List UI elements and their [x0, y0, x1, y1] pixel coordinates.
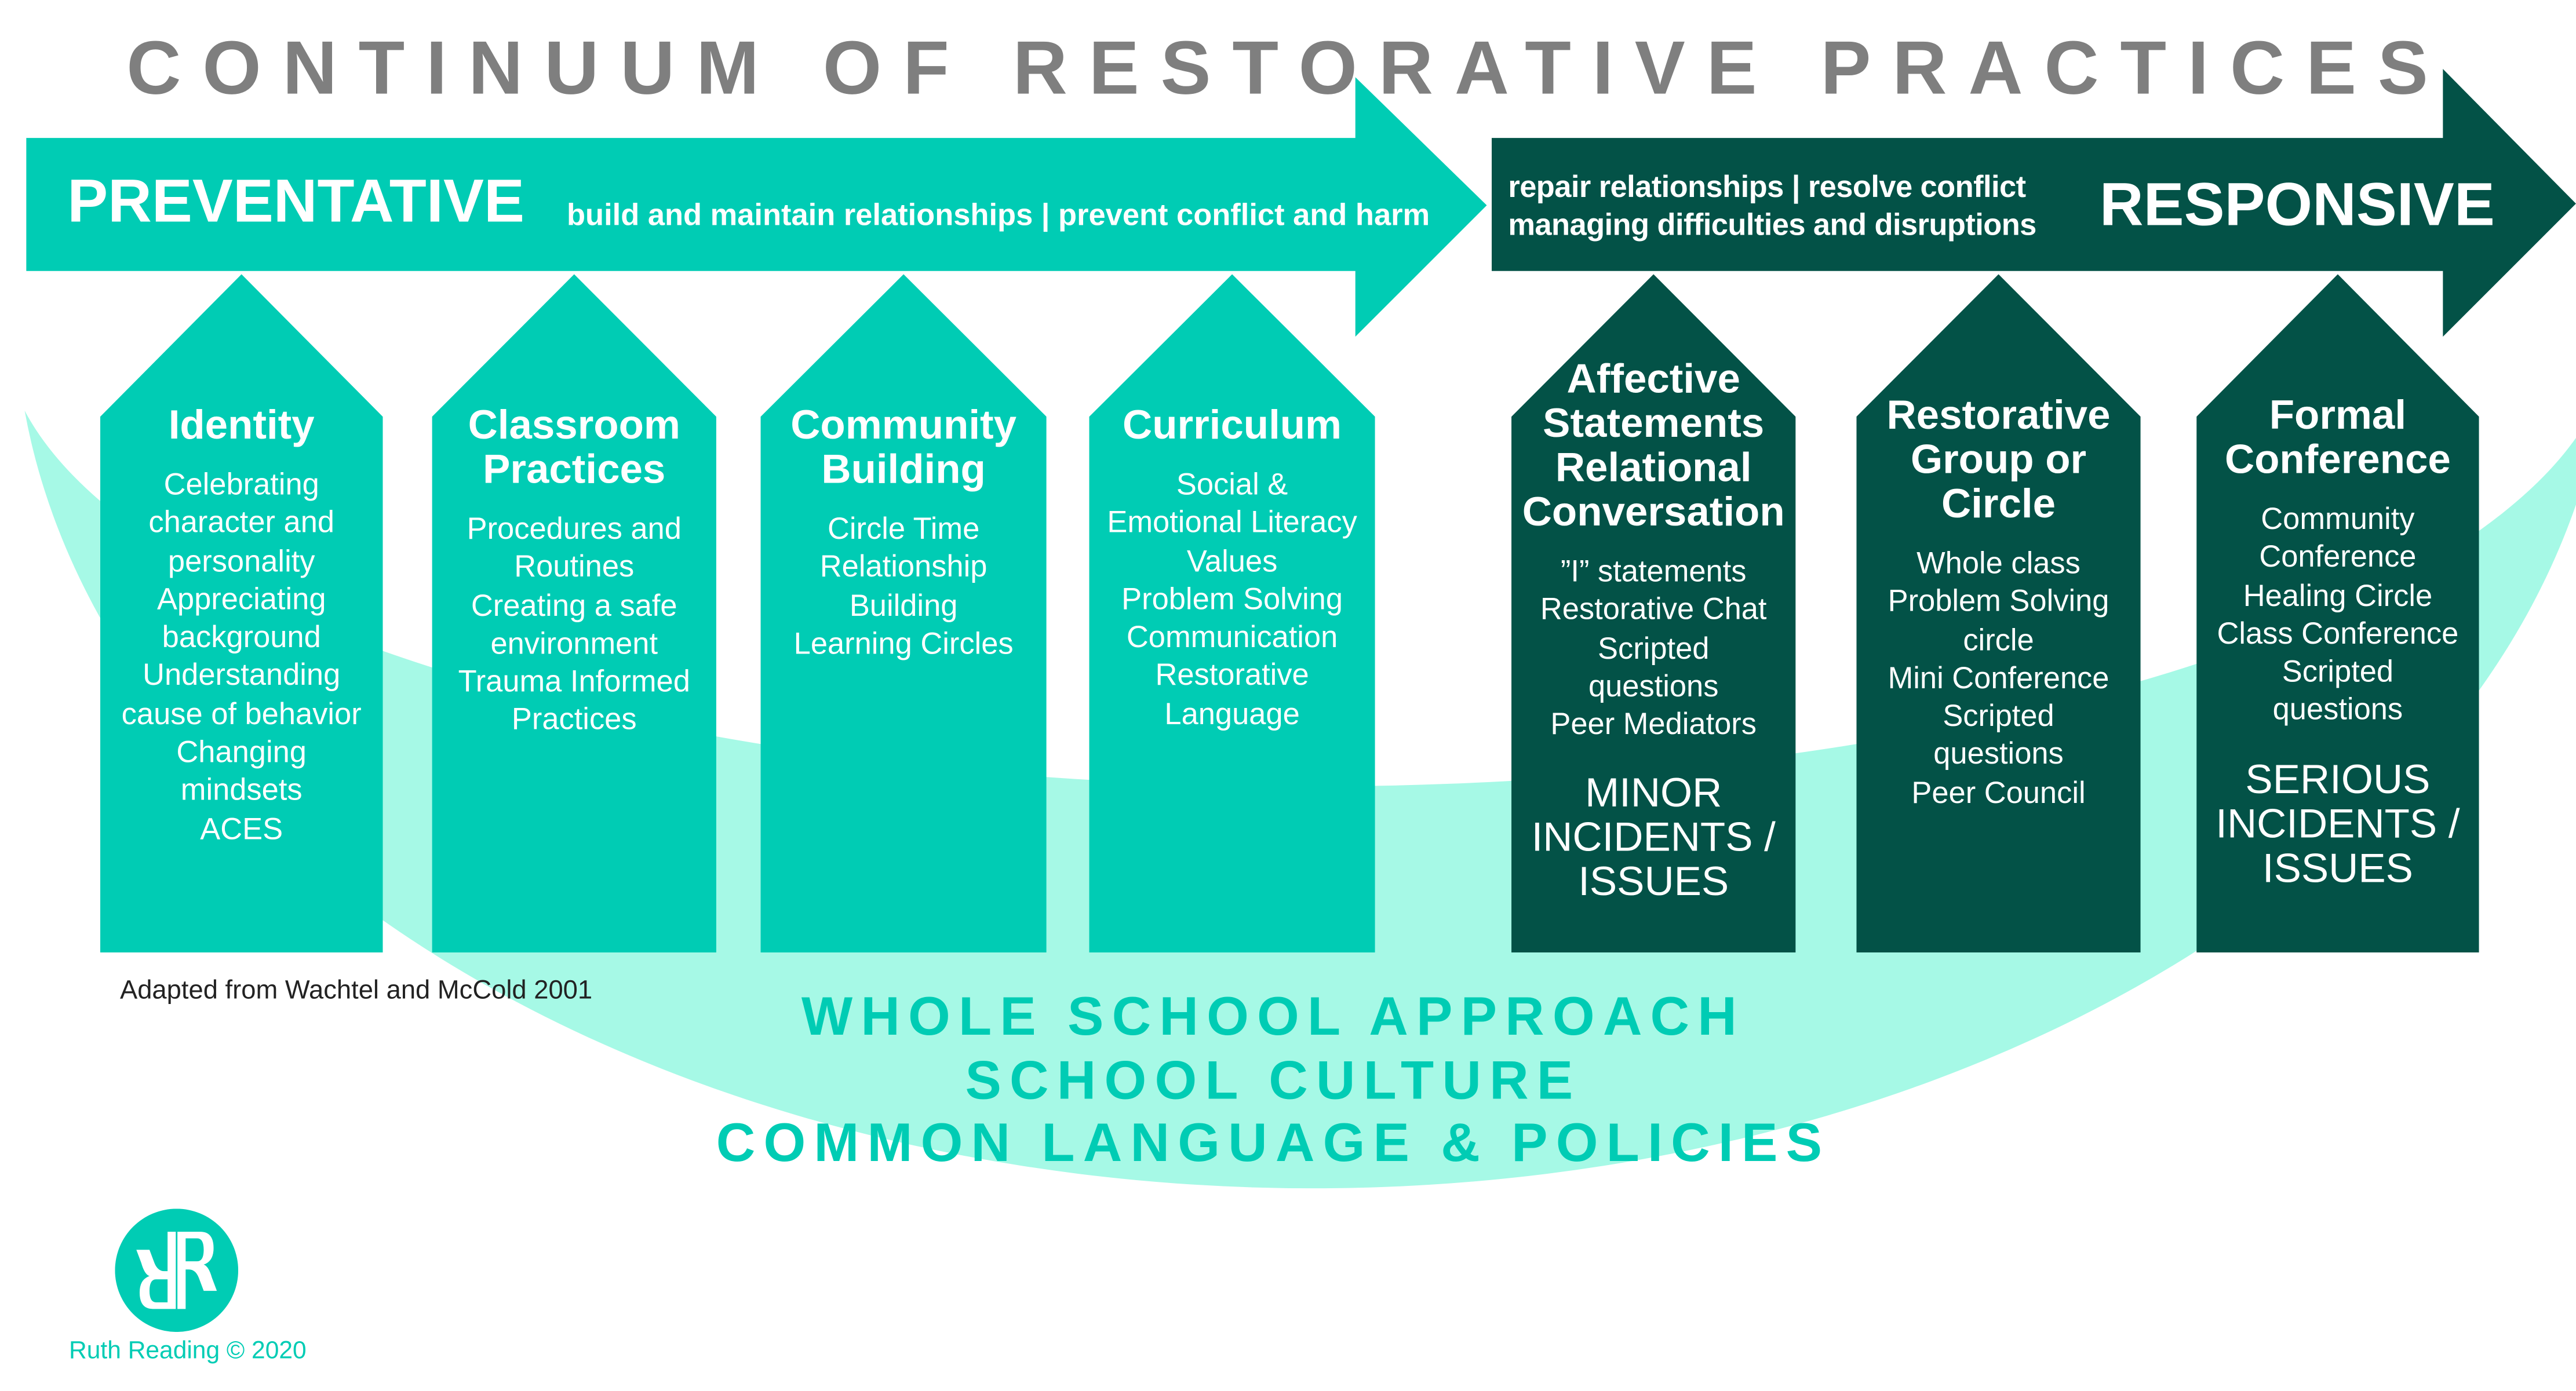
practice-item: Routines: [514, 549, 635, 584]
responsive-subtitle-line2: managing difficulties and disruptions: [1508, 207, 2036, 242]
practice-box-heading: Formal Conference: [2224, 392, 2451, 483]
practice-item: Restorative Chat: [1540, 592, 1767, 626]
page-title: CONTINUUM OF RESTORATIVE PRACTICES: [126, 24, 2450, 110]
practice-box-heading: Affective Statements Relational Conversa…: [1522, 356, 1785, 536]
bottom-line-2: SCHOOL CULTURE: [965, 1049, 1582, 1111]
credit-text: Adapted from Wachtel and McCold 2001: [119, 977, 593, 1005]
practice-item: character and: [148, 505, 335, 539]
practice-item: Values: [1186, 543, 1278, 578]
practice-item: Communication: [1126, 619, 1338, 654]
responsive-subtitle-line1: repair relationships | resolve conflict: [1508, 169, 2026, 204]
practice-item: Problem Solving: [1121, 581, 1343, 616]
practice-item: Healing Circle: [2243, 577, 2433, 612]
practice-item: Peer Council: [1911, 775, 2086, 809]
practice-item: Conference: [2259, 539, 2417, 574]
practice-item: personality: [167, 543, 315, 578]
practice-box: Affective Statements Relational Conversa…: [1511, 274, 1796, 953]
practice-item: Mini Conference: [1888, 660, 2109, 695]
logo: [115, 1209, 239, 1332]
practice-box-heading: Classroom Practices: [468, 402, 680, 493]
practice-item: Community: [2261, 501, 2415, 536]
practice-item: Creating a safe: [471, 587, 677, 622]
practice-item: Trauma Informed: [458, 663, 690, 699]
practice-item: questions: [2272, 692, 2403, 727]
practice-item: Circle Time: [827, 510, 980, 546]
practice-item: mindsets: [180, 772, 303, 807]
preventative-arrow: [26, 77, 1487, 337]
practice-item: Restorative: [1155, 658, 1309, 692]
practice-item: environment: [490, 625, 658, 660]
practice-box-heading: Curriculum: [1123, 402, 1342, 448]
practice-item: cause of behavior: [121, 696, 362, 731]
logo-caption: Ruth Reading © 2020: [69, 1337, 307, 1365]
practice-item: Relationship: [819, 549, 988, 584]
practice-box-heading: Restorative Group or Circle: [1886, 392, 2111, 527]
practice-item: questions: [1588, 668, 1719, 703]
practice-item: Social &: [1176, 466, 1288, 501]
responsive-arrow: [1491, 69, 2576, 337]
logo-rr-mark: [136, 1232, 217, 1309]
bottom-line-3: COMMON LANGUAGE & POLICIES: [716, 1112, 1831, 1173]
severity-label: SERIOUS INCIDENTS / ISSUES: [2216, 757, 2460, 892]
practice-item: Peer Mediators: [1550, 706, 1757, 742]
practice-item: Class Conference: [2217, 615, 2459, 651]
severity-label: MINOR INCIDENTS / ISSUES: [1531, 771, 1776, 906]
practice-item: Understanding: [143, 658, 341, 692]
practice-item: Learning Circles: [793, 625, 1014, 660]
practice-item: ACES: [200, 810, 283, 845]
practice-item: background: [162, 619, 321, 654]
practice-item: Scripted: [1598, 630, 1710, 665]
practice-item: Practices: [511, 702, 637, 737]
practice-item: Scripted: [2282, 653, 2394, 689]
practice-item: questions: [1933, 736, 2064, 771]
practice-item: Problem Solving: [1888, 583, 2109, 618]
bottom-line-1: WHOLE SCHOOL APPROACH: [801, 985, 1746, 1046]
practice-item: Celebrating: [163, 466, 319, 501]
preventative-label: PREVENTATIVE: [67, 167, 524, 235]
practice-item: Whole class: [1916, 545, 2081, 580]
practice-box-heading: Community Building: [790, 402, 1017, 493]
practice-item: Emotional Literacy: [1107, 505, 1357, 539]
practice-item: Language: [1164, 696, 1300, 731]
preventative-subtitle: build and maintain relationships | preve…: [567, 197, 1430, 232]
practice-item: Changing: [176, 734, 307, 769]
responsive-label: RESPONSIVE: [2099, 170, 2495, 239]
responsive-subtitle: repair relationships | resolve conflict …: [1508, 167, 2036, 243]
practice-item: Scripted: [1943, 698, 2054, 733]
practice-item: circle: [1963, 622, 2034, 656]
practice-item: ”I” statements: [1560, 553, 1747, 588]
practice-item: Building: [849, 587, 958, 622]
practice-box-heading: Identity: [168, 402, 315, 448]
practice-item: Procedures and: [467, 510, 682, 546]
practice-item: Appreciating: [156, 581, 326, 616]
